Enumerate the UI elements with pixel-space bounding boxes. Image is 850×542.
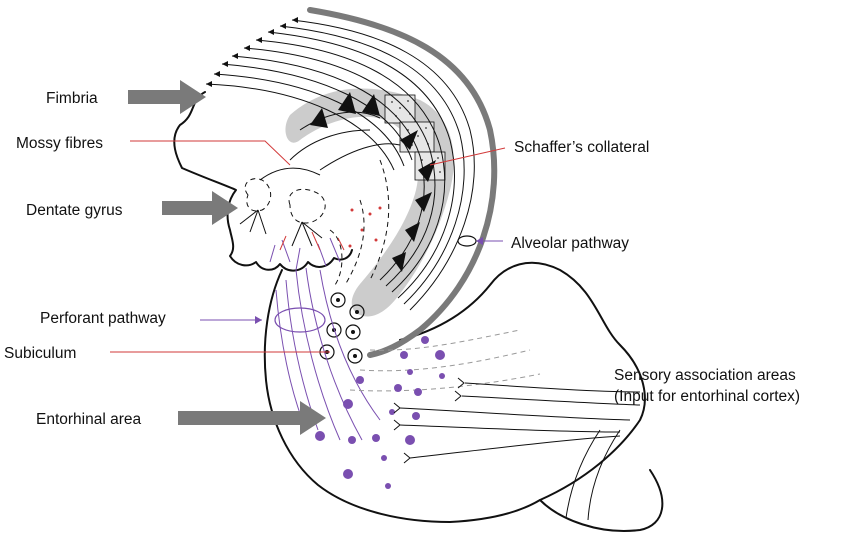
dentate-gyrus-arrow xyxy=(162,191,238,225)
fimbria-arrow xyxy=(128,80,206,114)
entorhinal-input-label: (Input for entorhinal cortex) xyxy=(614,388,800,405)
dentate-gyrus-label: Dentate gyrus xyxy=(26,202,123,219)
entorhinal-cells xyxy=(315,336,445,489)
sensory-association-label: Sensory association areas xyxy=(614,367,796,384)
entorhinal-area-arrow xyxy=(178,401,326,435)
alveolar-pathway-label: Alveolar pathway xyxy=(511,235,629,252)
entorhinal-area-label: Entorhinal area xyxy=(36,411,142,428)
perforant-pathway-label: Perforant pathway xyxy=(40,310,166,327)
subiculum-label: Subiculum xyxy=(4,345,76,362)
sensory-afferents xyxy=(394,378,640,520)
fimbria-label: Fimbria xyxy=(46,90,98,107)
pyramidal-band xyxy=(285,89,453,317)
mossy-fibres-label: Mossy fibres xyxy=(16,135,103,152)
schaffers-collateral-label: Schaffer’s collateral xyxy=(514,139,649,156)
